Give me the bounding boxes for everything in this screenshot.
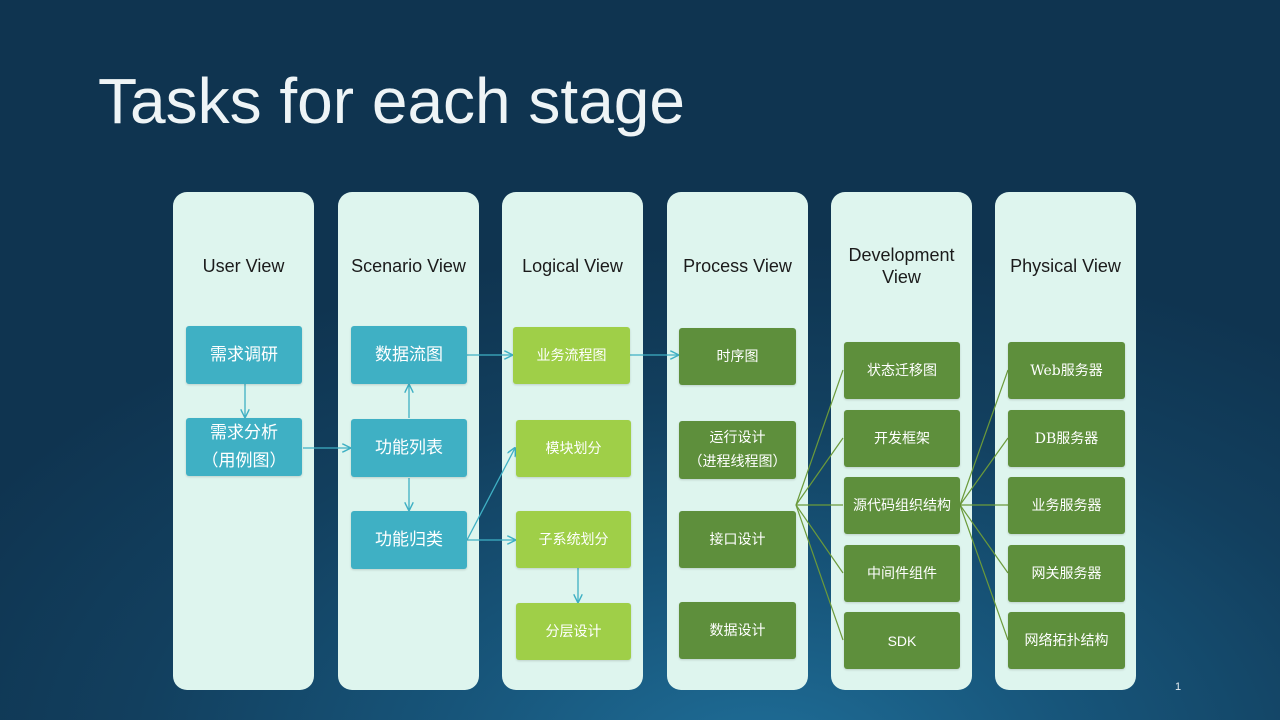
column-title-scenario-view: Scenario View — [351, 256, 466, 276]
box-business-flow: 业务流程图 — [513, 327, 630, 384]
column-title-process-view: Process View — [683, 256, 792, 276]
box-label: 分层设计 — [545, 623, 602, 640]
box-module-division: 模块划分 — [516, 420, 631, 477]
box-requirements-research: 需求调研 — [186, 326, 302, 384]
link-hub-to-middleware — [795, 504, 844, 574]
box-label: 开发框架 — [874, 430, 930, 447]
box-label: 需求调研 — [210, 345, 278, 365]
box-sdk: SDK — [844, 612, 960, 669]
box-feature-grouping: 功能归类 — [351, 511, 467, 569]
box-label: 数据设计 — [709, 622, 766, 639]
arrow-featuregroup-to-modules — [466, 448, 515, 541]
box-db-server: DB服务器 — [1008, 410, 1125, 467]
box-web-server: Web服务器 — [1008, 342, 1125, 399]
box-label: Web服务器 — [1030, 362, 1103, 379]
link-source-to-topology — [959, 504, 1009, 641]
box-label: DB服务器 — [1034, 430, 1099, 447]
box-requirements-analysis: 需求分析 （用例图） — [186, 418, 302, 476]
box-label: 模块划分 — [545, 440, 602, 457]
box-sequence-diagram: 时序图 — [679, 328, 796, 385]
box-feature-list: 功能列表 — [351, 419, 467, 477]
box-layered-design: 分层设计 — [516, 603, 631, 660]
box-data-design: 数据设计 — [679, 602, 796, 659]
column-title-development-view: Development View — [848, 245, 955, 287]
box-label: 业务服务器 — [1031, 497, 1102, 514]
box-label-line-1: 需求分析 — [210, 423, 278, 443]
box-label: 中间件组件 — [867, 565, 937, 582]
box-subsystem-division: 子系统划分 — [516, 511, 631, 568]
slide-title: Tasks for each stage — [98, 65, 685, 137]
box-gateway-server: 网关服务器 — [1008, 545, 1125, 602]
box-label-line-2: （进程线程图） — [688, 454, 787, 470]
box-label: 接口设计 — [709, 531, 766, 548]
box-label: 数据流图 — [375, 345, 443, 365]
box-interface-design: 接口设计 — [679, 511, 796, 568]
link-source-to-web — [959, 369, 1009, 506]
page-number: 1 — [1175, 681, 1182, 693]
box-label: 业务流程图 — [536, 347, 607, 364]
column-title-physical-view: Physical View — [1010, 256, 1121, 276]
box-label: 网络拓扑结构 — [1024, 632, 1109, 649]
link-hub-to-statechart — [795, 369, 844, 506]
box-label-line-1: 运行设计 — [709, 430, 766, 446]
box-runtime-design: 运行设计 （进程线程图） — [679, 421, 796, 479]
column-title-logical-view: Logical View — [522, 256, 623, 276]
link-source-to-gateway — [959, 504, 1009, 574]
box-business-server: 业务服务器 — [1008, 477, 1125, 534]
link-source-to-db — [959, 437, 1009, 506]
box-label: 功能列表 — [375, 438, 443, 458]
box-label: 源代码组织结构 — [853, 497, 951, 514]
box-state-transition-diagram: 状态迁移图 — [844, 342, 960, 399]
link-hub-to-sdk — [795, 504, 844, 641]
box-label: 时序图 — [716, 348, 759, 365]
box-label: 功能归类 — [375, 530, 443, 550]
link-hub-to-framework — [795, 437, 844, 506]
box-network-topology: 网络拓扑结构 — [1008, 612, 1125, 669]
box-label: 子系统划分 — [538, 531, 609, 548]
box-label-line-2: （用例图） — [201, 451, 287, 471]
box-middleware-components: 中间件组件 — [844, 545, 960, 602]
column-title-user-view: User View — [202, 256, 285, 276]
box-label: 状态迁移图 — [867, 362, 937, 379]
box-data-flow-diagram: 数据流图 — [351, 326, 467, 384]
box-dev-framework: 开发框架 — [844, 410, 960, 467]
box-source-code-structure: 源代码组织结构 — [844, 477, 960, 534]
box-label: SDK — [887, 632, 917, 649]
box-label: 网关服务器 — [1031, 565, 1102, 582]
